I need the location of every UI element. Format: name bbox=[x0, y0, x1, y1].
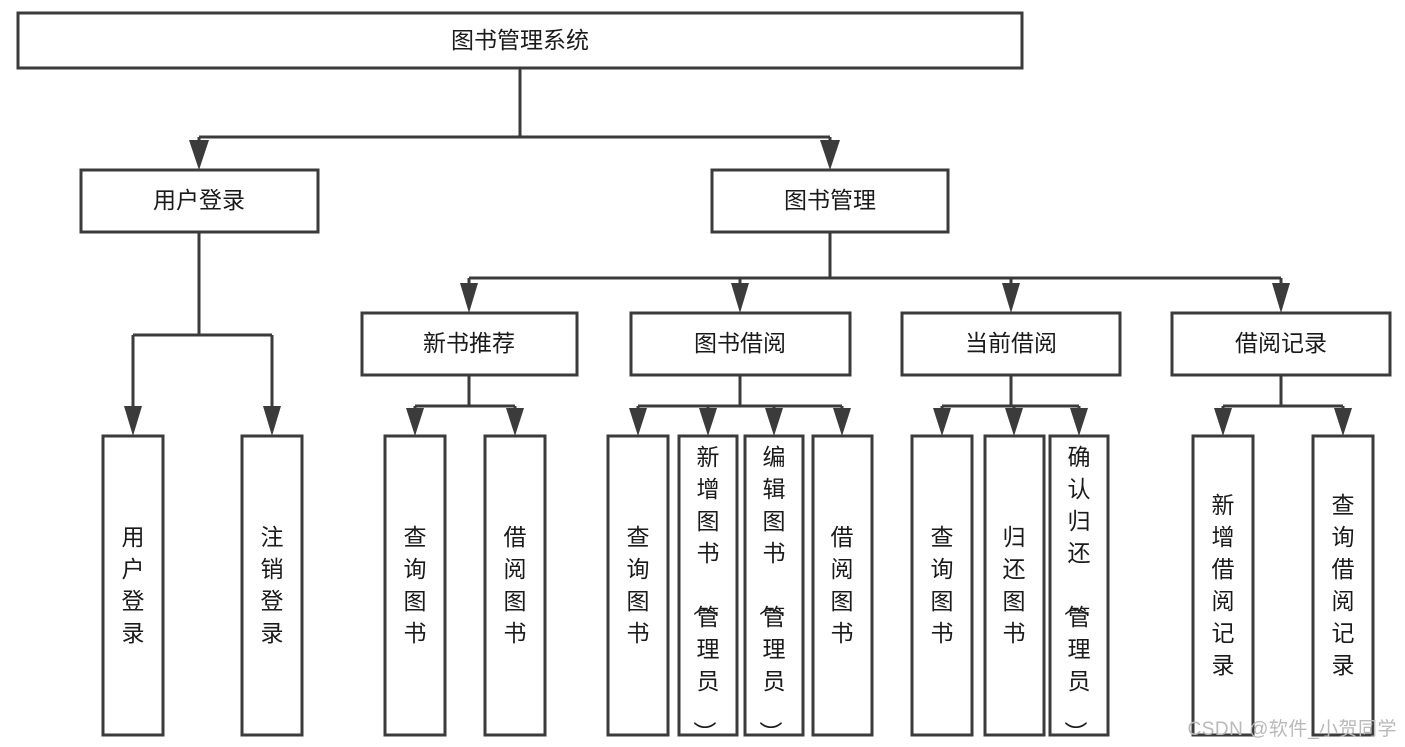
node-leaf-return-book-label: 归还图书 bbox=[1003, 524, 1026, 646]
node-current-borrow-label: 当前借阅 bbox=[965, 330, 1057, 356]
node-root[interactable]: 图书管理系统 bbox=[16, 11, 1024, 70]
node-leaf-confirm-return-admin-box[interactable] bbox=[1048, 434, 1110, 737]
node-leaf-add-book-admin-label: 新增图书（管理员） bbox=[692, 444, 720, 744]
node-book-borrow[interactable]: 图书借阅 bbox=[629, 311, 852, 377]
node-leaf-query-borrow-record[interactable]: 查询借阅记录 bbox=[1311, 434, 1375, 737]
node-leaf-query-book-borrow[interactable]: 查询图书 bbox=[606, 434, 670, 737]
node-new-book-recommend-box[interactable] bbox=[360, 311, 579, 377]
node-leaf-return-book[interactable]: 归还图书 bbox=[983, 434, 1046, 737]
arrowhead-user-login bbox=[189, 140, 209, 170]
node-leaf-logout-box[interactable] bbox=[240, 434, 304, 737]
arrowhead-borrow-record bbox=[1272, 283, 1290, 313]
arrowhead-leaf-borrow-book bbox=[833, 408, 851, 436]
leaf-nodes-group: 用户登录 注销登录 查询图书 借阅图书 查询图书 新增图书（管理员） bbox=[101, 434, 1375, 744]
arrowhead-leaf-borrow-book-rec bbox=[506, 408, 524, 436]
node-leaf-query-book-current[interactable]: 查询图书 bbox=[910, 434, 974, 737]
arrowhead-leaf-confirm-return bbox=[1070, 408, 1088, 436]
arrowhead-leaf-user-login bbox=[124, 406, 142, 436]
node-leaf-query-borrow-record-box[interactable] bbox=[1311, 434, 1375, 737]
arrowhead-leaf-query-borrow-record bbox=[1334, 408, 1352, 436]
node-leaf-edit-book-admin-box[interactable] bbox=[743, 434, 805, 737]
node-leaf-query-book-rec-box[interactable] bbox=[383, 434, 447, 737]
node-book-manage[interactable]: 图书管理 bbox=[710, 168, 950, 234]
node-user-login-label: 用户登录 bbox=[153, 187, 245, 213]
node-leaf-user-login-label: 用户登录 bbox=[122, 524, 145, 646]
node-leaf-add-book-admin[interactable]: 新增图书（管理员） bbox=[677, 434, 739, 744]
csdn-watermark: CSDN @软件_小贺同学 bbox=[1187, 719, 1397, 740]
node-book-borrow-label: 图书借阅 bbox=[694, 330, 786, 356]
connectors-group bbox=[124, 68, 1352, 436]
arrowhead-current-borrow bbox=[1002, 283, 1020, 313]
node-leaf-query-book-rec[interactable]: 查询图书 bbox=[383, 434, 447, 737]
node-current-borrow[interactable]: 当前借阅 bbox=[900, 311, 1122, 377]
node-book-manage-box[interactable] bbox=[710, 168, 950, 234]
node-leaf-query-book-rec-label: 查询图书 bbox=[404, 524, 427, 646]
node-root-box[interactable] bbox=[16, 11, 1024, 70]
node-leaf-query-book-borrow-label: 查询图书 bbox=[627, 524, 650, 646]
node-leaf-query-borrow-record-label: 查询借阅记录 bbox=[1332, 492, 1355, 678]
node-leaf-borrow-book[interactable]: 借阅图书 bbox=[811, 434, 874, 737]
node-borrow-record-label: 借阅记录 bbox=[1235, 330, 1327, 356]
arrowhead-new-book-recommend bbox=[460, 283, 478, 313]
node-leaf-confirm-return-admin[interactable]: 确认归还（管理员） bbox=[1048, 434, 1110, 744]
node-leaf-return-book-box[interactable] bbox=[983, 434, 1046, 737]
node-leaf-add-borrow-record[interactable]: 新增借阅记录 bbox=[1191, 434, 1255, 737]
node-leaf-add-borrow-record-label: 新增借阅记录 bbox=[1212, 492, 1235, 678]
node-leaf-confirm-return-admin-label: 确认归还（管理员） bbox=[1063, 444, 1091, 744]
node-user-login[interactable]: 用户登录 bbox=[79, 168, 320, 234]
node-leaf-logout[interactable]: 注销登录 bbox=[240, 434, 304, 737]
node-new-book-recommend-label: 新书推荐 bbox=[423, 330, 515, 356]
node-leaf-query-book-borrow-box[interactable] bbox=[606, 434, 670, 737]
node-borrow-record-box[interactable] bbox=[1170, 311, 1392, 377]
node-leaf-add-book-admin-box[interactable] bbox=[677, 434, 739, 737]
node-current-borrow-box[interactable] bbox=[900, 311, 1122, 377]
arrowhead-leaf-query-book-current bbox=[933, 408, 951, 436]
node-new-book-recommend[interactable]: 新书推荐 bbox=[360, 311, 579, 377]
node-leaf-borrow-book-rec[interactable]: 借阅图书 bbox=[483, 434, 547, 737]
arrowhead-book-manage bbox=[820, 140, 840, 170]
arrowhead-leaf-edit-book-admin bbox=[765, 408, 783, 436]
node-leaf-edit-book-admin-label: 编辑图书（管理员） bbox=[758, 444, 786, 744]
arrowhead-leaf-add-book-admin bbox=[699, 408, 717, 436]
node-leaf-user-login[interactable]: 用户登录 bbox=[101, 434, 165, 737]
arrowhead-leaf-query-book-rec bbox=[406, 408, 424, 436]
node-borrow-record[interactable]: 借阅记录 bbox=[1170, 311, 1392, 377]
node-book-manage-label: 图书管理 bbox=[784, 187, 876, 213]
node-leaf-borrow-book-label: 借阅图书 bbox=[831, 524, 854, 646]
node-leaf-query-book-current-label: 查询图书 bbox=[931, 524, 954, 646]
node-leaf-logout-label: 注销登录 bbox=[261, 524, 284, 646]
arrowhead-leaf-add-borrow-record bbox=[1214, 408, 1232, 436]
node-leaf-borrow-book-rec-box[interactable] bbox=[483, 434, 547, 737]
node-leaf-edit-book-admin[interactable]: 编辑图书（管理员） bbox=[743, 434, 805, 744]
node-leaf-borrow-book-rec-label: 借阅图书 bbox=[504, 524, 527, 646]
arrowhead-book-borrow bbox=[731, 283, 749, 313]
arrowhead-leaf-query-book-borrow bbox=[629, 408, 647, 436]
node-leaf-query-book-current-box[interactable] bbox=[910, 434, 974, 737]
node-leaf-add-borrow-record-box[interactable] bbox=[1191, 434, 1255, 737]
node-root-label: 图书管理系统 bbox=[451, 27, 589, 53]
node-leaf-borrow-book-box[interactable] bbox=[811, 434, 874, 737]
node-book-borrow-box[interactable] bbox=[629, 311, 852, 377]
node-leaf-user-login-box[interactable] bbox=[101, 434, 165, 737]
arrowhead-leaf-logout bbox=[263, 406, 281, 436]
node-user-login-box[interactable] bbox=[79, 168, 320, 234]
arrowhead-leaf-return-book bbox=[1005, 408, 1023, 436]
